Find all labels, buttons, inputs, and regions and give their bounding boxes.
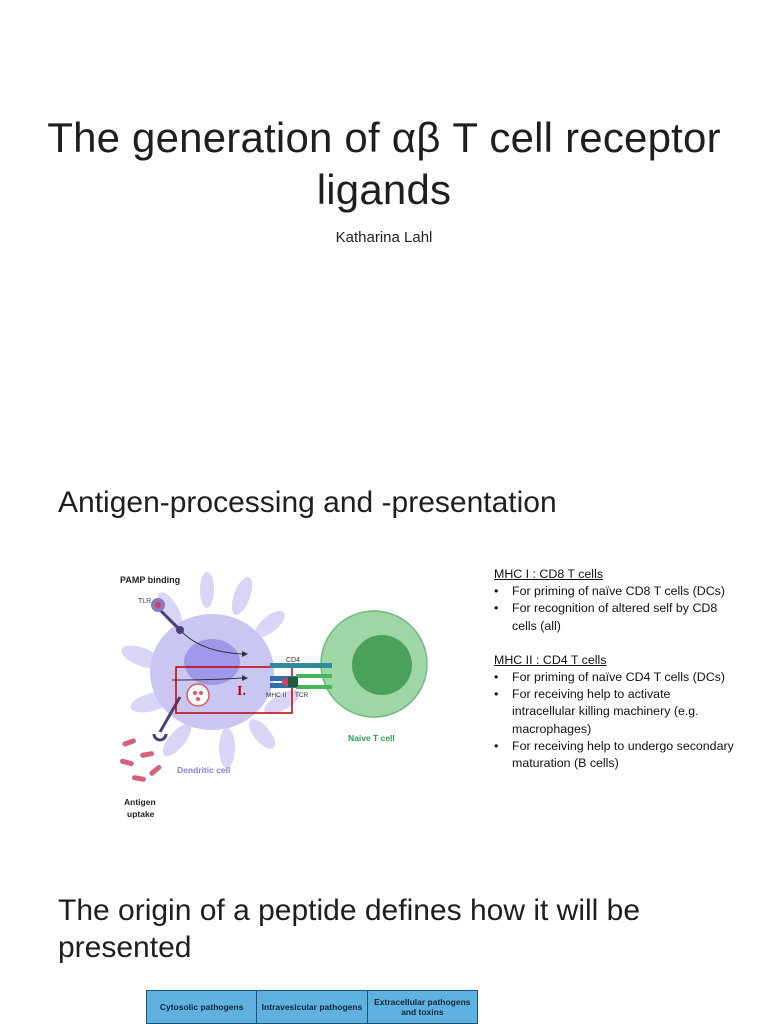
mhc-ii-label: MHC II (266, 692, 286, 699)
table-header-cell: Extracellular pathogens and toxins (366, 990, 479, 1024)
naive-t-cell-label: Naive T cell (348, 733, 395, 743)
list-item: For priming of naïve CD8 T cells (DCs) (494, 583, 734, 600)
mhc1-heading: MHC I : CD8 T cells (494, 567, 604, 581)
pathogen-table: Cytosolic pathogens Intravesicular patho… (145, 990, 479, 1024)
antigen-presentation-diagram: PAMP binding TLR CD4 MHC II TCR I. Naive… (112, 562, 442, 832)
antigen-uptake-label-1: Antigen (124, 797, 156, 807)
cd4-label: CD4 (286, 657, 300, 664)
list-item: For priming of naïve CD4 T cells (DCs) (494, 669, 734, 686)
pamp-binding-label: PAMP binding (120, 575, 180, 585)
list-item: For recognition of altered self by CD8 c… (494, 600, 734, 634)
list-item: For receiving help to activate intracell… (494, 686, 734, 738)
tcr-label: TCR (295, 692, 309, 699)
list-item: For receiving help to undergo secondary … (494, 738, 734, 772)
title-slide: The generation of αβ T cell receptor lig… (0, 0, 768, 440)
tlr-receptor-icon (151, 598, 184, 634)
dendritic-cell-shape (121, 572, 300, 768)
author-name: Katharina Lahl (335, 229, 433, 246)
mhc1-bullets: For priming of naïve CD8 T cells (DCs) F… (494, 583, 734, 635)
roman-numeral-label: I. (237, 684, 246, 699)
table-header-cell: Cytosolic pathogens (145, 990, 258, 1024)
tlr-label: TLR (138, 598, 151, 605)
mhc2-bullets: For priming of naïve CD4 T cells (DCs) F… (494, 669, 734, 772)
peptide-origin-title: The origin of a peptide defines how it w… (58, 894, 641, 964)
naive-t-cell-shape (320, 610, 428, 718)
mhc2-heading: MHC II : CD4 T cells (494, 652, 607, 667)
mhc-highlight-box (175, 666, 293, 714)
table-header-cell: Intravesicular pathogens (256, 990, 368, 1024)
antigen-uptake-label-2: uptake (127, 809, 155, 819)
table-header-row: Cytosolic pathogens Intravesicular patho… (145, 990, 479, 1024)
bacteria-icons (120, 738, 162, 782)
mhc-description: MHC I : CD8 T cells For priming of naïve… (494, 566, 734, 772)
dendritic-cell-label: Dendritic cell (177, 765, 230, 775)
antigen-processing-title: Antigen-processing and -presentation (58, 486, 557, 519)
mhc-tcr-synapse (270, 663, 332, 689)
presentation-title: The generation of αβ T cell receptor lig… (47, 114, 721, 213)
